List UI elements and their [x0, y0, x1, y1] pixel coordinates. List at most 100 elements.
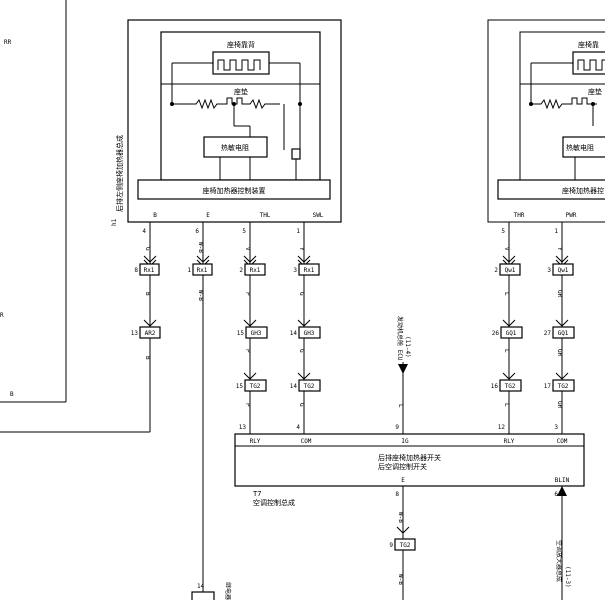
bottom-connectors: TG2 9 14 继电器	[191, 526, 416, 600]
amplifier-label: 空调放大器总成	[555, 540, 563, 582]
wire-e-mid: W-B	[197, 290, 204, 301]
connector-tg2-c: TG2 16	[491, 372, 522, 392]
connector-tg2-a: TG2 15	[236, 372, 267, 392]
connector-gh3-a: GH3 15	[237, 319, 268, 339]
svg-text:Qw1: Qw1	[505, 267, 516, 274]
svg-text:Qw1: Qw1	[558, 267, 569, 274]
connector-rx1-c: Rx1 2	[239, 255, 266, 276]
svg-text:15: 15	[237, 330, 245, 337]
ecu-label: 发动机总舱 ECU	[396, 316, 404, 361]
relay-label: 继电器	[224, 582, 232, 600]
left-controller-label: 座椅加热器控制装置	[203, 186, 266, 195]
wire-b-mid: B	[144, 292, 151, 296]
svg-text:6: 6	[554, 491, 558, 498]
svg-text:13: 13	[131, 330, 139, 337]
svg-text:TG2: TG2	[304, 383, 315, 390]
svg-text:TG2: TG2	[400, 542, 411, 549]
ac-amplifier-reference: 空调放大器总成 (11-3)	[555, 486, 571, 588]
backrest-heater-label: 座椅靠背	[227, 40, 255, 49]
right-backrest-heater-label: 座椅靠	[578, 40, 599, 49]
wire-thl-mid: P	[244, 292, 251, 296]
svg-text:9: 9	[389, 542, 393, 549]
svg-text:17: 17	[544, 383, 552, 390]
wire-ig-bot: L	[397, 404, 404, 408]
svg-text:2: 2	[239, 267, 243, 274]
left-module-pin-numbers: 4 6 5 1 5 1	[142, 228, 558, 235]
connector-ar2: AR2 13	[131, 319, 161, 339]
connector-rx1-a: Rx1 8	[134, 255, 160, 276]
svg-text:27: 27	[544, 330, 552, 337]
svg-text:8: 8	[134, 267, 138, 274]
connector-tg2-d: TG2 17	[544, 372, 575, 392]
pin-num-swl: 1	[296, 228, 300, 235]
wire-pwr-top: Y	[556, 247, 563, 251]
svg-text:12: 12	[498, 424, 506, 431]
svg-text:14: 14	[197, 583, 205, 590]
svg-text:3: 3	[547, 267, 551, 274]
svg-text:14: 14	[290, 330, 298, 337]
wire-thl-low: P	[244, 349, 251, 353]
connector-gh3-b: GH3 14	[290, 319, 321, 339]
svg-text:GQ1: GQ1	[506, 330, 517, 337]
svg-text:2: 2	[494, 267, 498, 274]
wire-b-top: G	[144, 247, 151, 251]
svg-text:3: 3	[554, 424, 558, 431]
pin-num-e: 6	[195, 228, 199, 235]
wire-pwr-low: GR	[556, 349, 563, 357]
ecu-ref: (11-4)	[404, 336, 411, 358]
svg-text:9: 9	[395, 424, 399, 431]
pin-num-thr: 5	[501, 228, 505, 235]
wire-b-low: B	[144, 356, 151, 360]
svg-text:3: 3	[293, 267, 297, 274]
left-pin-e: E	[206, 212, 210, 219]
svg-text:Rx1: Rx1	[250, 267, 261, 274]
wire-thr-bot: L	[503, 403, 510, 407]
ac-control-box	[234, 433, 585, 487]
left-pin-b: B	[153, 212, 157, 219]
wire-swl-low: G	[298, 349, 305, 353]
connector-qw1-b: Qw1 3	[547, 255, 574, 276]
wire-pwr-mid: GR	[556, 290, 563, 298]
wire-thl-bot: P	[244, 403, 251, 407]
connector-tg2-bottom: TG2 9	[389, 526, 416, 551]
svg-text:E: E	[401, 477, 405, 484]
svg-text:GQ1: GQ1	[558, 330, 569, 337]
connector-row-3: TG2 15 TG2 14 TG2 16 TG2 17	[236, 372, 575, 392]
svg-text:COM: COM	[557, 438, 568, 445]
ac-control-assembly: 13 4 9 12 3 RLY COM IG RLY COM 后排座椅加热器开关…	[234, 424, 585, 507]
right-pin-thr: THR	[514, 212, 525, 219]
svg-text:COM: COM	[301, 438, 312, 445]
wire-pwr-bot: GR	[556, 401, 563, 409]
svg-text:TG2: TG2	[250, 383, 261, 390]
wire-e-bottom: W-B	[397, 512, 404, 523]
left-fragment: RR R B	[0, 0, 150, 433]
svg-text:16: 16	[491, 383, 499, 390]
wire-e-top: W-B	[197, 242, 204, 253]
ac-control-name: 空调控制总成	[253, 498, 295, 507]
left-pin-swl: SWL	[313, 212, 324, 219]
svg-text:RLY: RLY	[504, 438, 515, 445]
svg-text:IG: IG	[401, 438, 409, 445]
wire-swl-top: Y	[298, 247, 305, 251]
thermistor-box	[203, 136, 268, 158]
right-seat-heater-module: 座椅靠 座垫 热敏电阻 座椅加热器控 THR PWR	[487, 19, 605, 223]
ac-control-code: T7	[253, 490, 261, 498]
svg-text:Rx1: Rx1	[304, 267, 315, 274]
svg-text:BLIN: BLIN	[555, 477, 570, 484]
left-pin-thl: THL	[260, 212, 271, 219]
wire-swl-bot: G	[298, 403, 305, 407]
wire-e-bottom-2: W-B	[397, 574, 404, 585]
svg-text:GH3: GH3	[251, 330, 262, 337]
connector-tg2-b: TG2 14	[290, 372, 321, 392]
pin-num-b: 4	[142, 228, 146, 235]
wire-thr-mid: L	[503, 292, 510, 296]
right-cushion-heater-label: 座垫	[588, 87, 602, 96]
backrest-heater-element	[212, 51, 270, 75]
svg-text:26: 26	[492, 330, 500, 337]
connector-qw1-a: Qw1 2	[494, 255, 521, 276]
svg-text:4: 4	[296, 424, 300, 431]
wire-thr-low: L	[503, 349, 510, 353]
wire-color-labels: G W-B V Y V Y B W-B P G L GR B P G L GR …	[144, 242, 563, 585]
svg-text:Rx1: Rx1	[144, 267, 155, 274]
